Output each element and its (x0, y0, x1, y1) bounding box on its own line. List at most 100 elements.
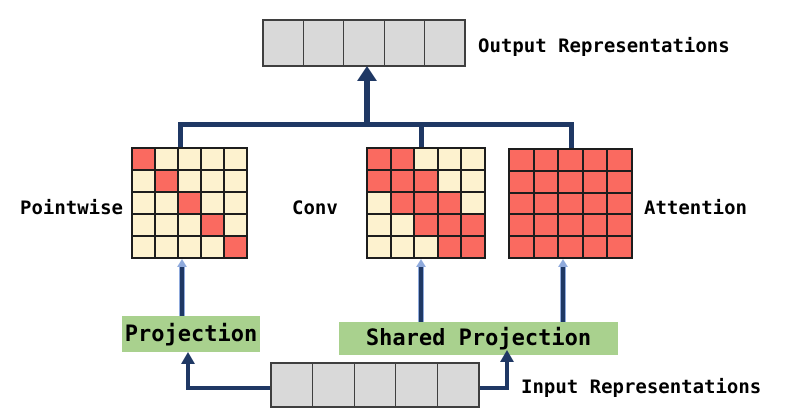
matrix-cell-active (582, 192, 608, 215)
input-to-shared-arrow-head-icon (500, 350, 514, 362)
matrix-cell-inactive (390, 214, 415, 236)
projection-to-pointwise-arrow-head-icon (177, 259, 187, 267)
matrix-cell-inactive (224, 148, 247, 170)
matrix-cell-active (533, 170, 559, 193)
merge-drop-pointwise (178, 122, 183, 148)
input-representations-label: Input Representations (521, 376, 762, 398)
matrix-cell-active (558, 214, 583, 237)
shared-projection-box: Shared Projection (339, 322, 618, 355)
matrix-cell-active (533, 214, 559, 237)
matrix-cell-active (582, 236, 608, 258)
matrix-cell-inactive (178, 170, 201, 192)
output-representations-row (262, 19, 466, 67)
token-cell (396, 364, 438, 406)
matrix-cell-active (178, 192, 201, 214)
matrix-cell-active (607, 214, 632, 237)
pointwise-label: Pointwise (20, 197, 123, 219)
matrix-cell-inactive (367, 192, 391, 214)
merge-drop-conv (419, 122, 424, 148)
shared-to-attention-arrow-head-icon (558, 259, 568, 267)
shared-to-conv-arrow-head-icon (416, 259, 426, 267)
matrix-cell-active (437, 192, 462, 214)
attention-matrix (508, 148, 633, 259)
token-cell (437, 364, 479, 406)
matrix-cell-inactive (155, 236, 178, 258)
matrix-cell-inactive (437, 148, 462, 170)
matrix-cell-inactive (224, 214, 247, 236)
matrix-cell-inactive (132, 236, 155, 258)
matrix-cell-inactive (201, 192, 224, 214)
matrix-cell-active (509, 170, 534, 193)
matrix-cell-active (367, 148, 391, 170)
shared-projection-box-label: Shared Projection (365, 326, 592, 351)
matrix-cell-active (558, 236, 583, 258)
shared-to-conv-line (418, 267, 424, 322)
conv-label: Conv (292, 197, 338, 219)
matrix-cell-inactive (155, 192, 178, 214)
token-cell (384, 21, 425, 65)
input-to-projection-arrow-head-icon (181, 352, 195, 364)
input-to-shared-hline (480, 386, 509, 390)
matrix-cell-active (607, 149, 632, 171)
matrix-cell-inactive (201, 170, 224, 192)
token-cell (313, 364, 355, 406)
matrix-cell-inactive (155, 214, 178, 236)
matrix-cell-inactive (461, 192, 485, 214)
matrix-cell-active (461, 236, 485, 258)
matrix-cell-inactive (437, 170, 462, 192)
token-cell (264, 21, 305, 65)
matrix-cell-inactive (132, 170, 155, 192)
matrix-cell-active (414, 170, 438, 192)
matrix-cell-active (558, 170, 583, 193)
matrix-cell-active (509, 192, 534, 215)
matrix-cell-active (437, 214, 462, 236)
input-to-projection-vline (186, 364, 190, 390)
matrix-cell-inactive (155, 148, 178, 170)
matrix-cell-active (607, 236, 632, 258)
matrix-cell-active (132, 148, 155, 170)
output-representations-label: Output Representations (478, 35, 730, 57)
shared-to-attention-line (560, 267, 566, 322)
token-cell (304, 21, 345, 65)
matrix-cell-active (558, 149, 583, 171)
matrix-cell-active (607, 192, 632, 215)
matrix-cell-active (582, 149, 608, 171)
matrix-cell-active (582, 170, 608, 193)
matrix-cell-active (533, 192, 559, 215)
token-cell (344, 21, 385, 65)
matrix-cell-inactive (224, 170, 247, 192)
input-to-projection-hline (186, 386, 270, 390)
matrix-cell-active (509, 149, 534, 171)
token-cell (424, 21, 465, 65)
matrix-cell-active (607, 170, 632, 193)
matrix-cell-active (224, 236, 247, 258)
matrix-cell-active (201, 214, 224, 236)
projection-to-pointwise-line (179, 267, 185, 316)
matrix-cell-active (461, 214, 485, 236)
matrix-cell-inactive (367, 214, 391, 236)
matrix-cell-active (509, 214, 534, 237)
matrix-cell-active (509, 236, 534, 258)
merge-drop-attention (569, 122, 574, 148)
matrix-cell-inactive (201, 148, 224, 170)
matrix-cell-active (414, 192, 438, 214)
pointwise-matrix (131, 147, 248, 259)
matrix-cell-active (390, 148, 415, 170)
token-cell (354, 364, 397, 406)
merge-arrow-head-icon (357, 66, 377, 81)
token-cell (272, 364, 314, 406)
input-representations-row (270, 362, 480, 408)
input-to-shared-vline (505, 362, 509, 390)
matrix-cell-inactive (224, 192, 247, 214)
matrix-cell-inactive (414, 236, 438, 258)
projection-box-label: Projection (124, 321, 258, 347)
matrix-cell-inactive (461, 170, 485, 192)
matrix-cell-inactive (461, 148, 485, 170)
conv-matrix (366, 147, 486, 259)
merge-arrow-stem (364, 80, 370, 125)
matrix-cell-active (437, 236, 462, 258)
matrix-cell-inactive (132, 214, 155, 236)
matrix-cell-inactive (414, 148, 438, 170)
matrix-cell-active (533, 236, 559, 258)
